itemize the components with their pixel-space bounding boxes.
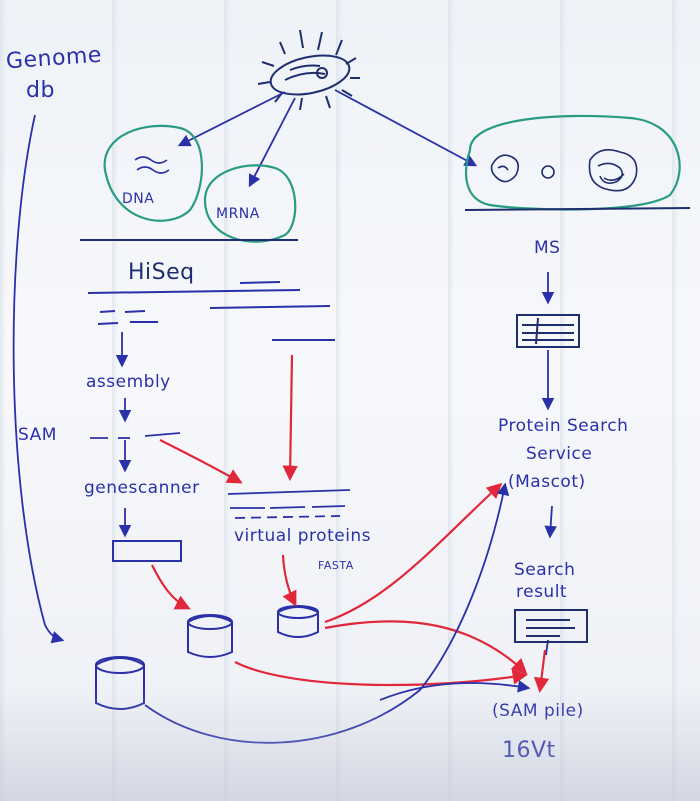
genome-db-label-line2: db — [26, 78, 55, 103]
organism-arrows — [177, 89, 478, 188]
database-cylinder-icon — [95, 605, 319, 710]
ms-flow — [541, 272, 557, 656]
virtual-proteins-label: virtual proteins — [234, 526, 372, 546]
dna-circle — [103, 124, 204, 222]
genescanner-label: genescanner — [84, 478, 200, 498]
red-data-flows — [151, 354, 550, 694]
protein-search-label-line3: (Mascot) — [508, 472, 586, 492]
virtual-protein-lines — [227, 489, 351, 519]
proteins-circle — [464, 114, 681, 211]
size-label: 16Vt — [502, 738, 556, 763]
blue-long-curves — [12, 114, 531, 744]
search-result-label-line2: result — [516, 582, 568, 602]
dna-label: DNA — [122, 191, 155, 207]
assembly-label: assembly — [86, 372, 171, 392]
hiseq-reads — [87, 281, 335, 341]
genescanner-output-box — [112, 540, 182, 562]
divider-lines — [80, 207, 691, 241]
protein-search-label-line1: Protein Search — [498, 416, 629, 436]
sam-label: SAM — [18, 425, 57, 445]
mrna-label: MRNA — [216, 206, 260, 222]
protein-search-label-line2: Service — [526, 444, 593, 464]
search-result-label-line1: Search — [514, 560, 576, 580]
spectrum-box-icon — [516, 314, 580, 348]
fasta-label: FASTA — [318, 559, 354, 572]
dna-wave-icon — [134, 156, 170, 174]
mrna-circle — [203, 164, 297, 243]
hiseq-label: HiSeq — [128, 260, 195, 285]
sam-pile-label: (SAM pile) — [492, 701, 584, 721]
document-icon — [514, 609, 588, 643]
ms-label: MS — [534, 238, 561, 258]
protein-blob-icon — [490, 149, 638, 192]
assembly-flow — [90, 332, 181, 538]
